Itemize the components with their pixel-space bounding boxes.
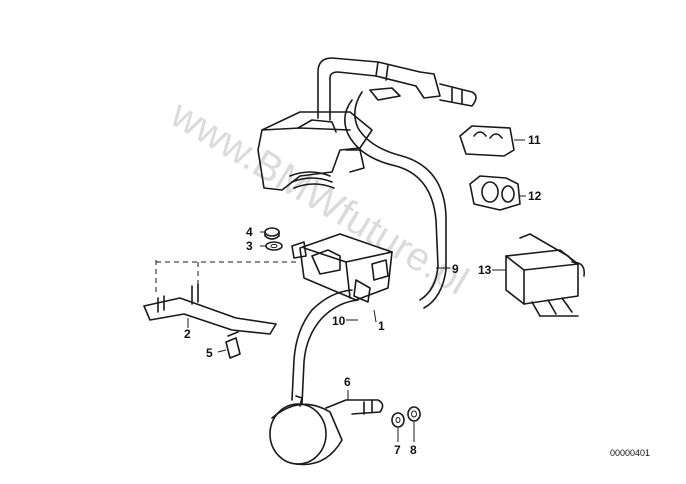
label-part-1: 1 [378,319,385,333]
pump-assembly-drawing [257,57,477,191]
nut-4-drawing [264,227,280,240]
part-labels: 1 2 3 4 5 6 7 8 9 10 11 12 13 [184,133,542,457]
clip-12-drawing [469,175,526,211]
clip-11-drawing [459,125,525,157]
washer-3-drawing [265,241,283,251]
label-part-10: 10 [332,314,346,328]
label-part-9: 9 [452,262,459,276]
label-part-8: 8 [410,443,417,457]
label-part-7: 7 [394,443,401,457]
nut-8-drawing [407,406,421,422]
label-part-13: 13 [478,263,492,277]
hose-10-drawing [291,289,353,401]
label-part-4: 4 [246,225,253,239]
label-part-3: 3 [246,239,253,253]
label-part-2: 2 [184,327,191,341]
vacuum-unit-6-drawing [269,395,384,466]
bracket-2-drawing [143,260,300,335]
label-part-11: 11 [528,133,541,147]
switch-13-drawing [505,233,586,317]
hose-9-drawing [344,99,439,301]
label-part-5: 5 [206,346,213,360]
screw-5-drawing [225,331,241,359]
label-part-12: 12 [528,189,542,203]
diagram-code: 00000401 [610,448,650,458]
leader-lines [187,231,506,442]
valve-1-drawing [291,233,393,303]
label-part-6: 6 [344,375,351,389]
washer-7-drawing [391,412,405,428]
